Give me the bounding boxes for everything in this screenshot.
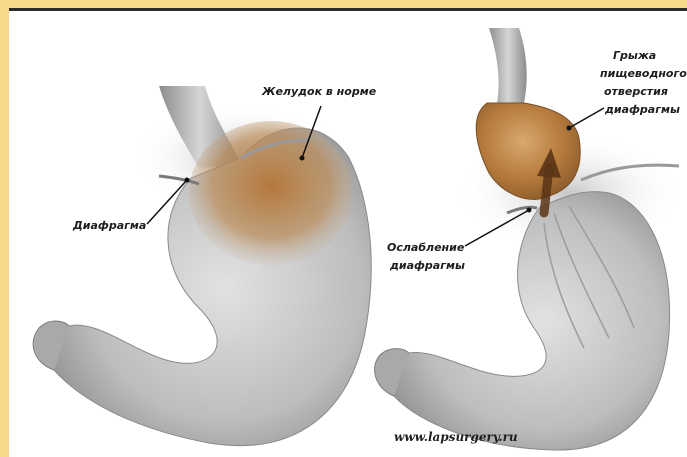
leader-dot-diaphragm xyxy=(185,178,190,183)
esophagus-right xyxy=(489,28,527,103)
label-diaphragm: Диафрагма xyxy=(73,218,146,233)
label-hernia-line4: диафрагмы xyxy=(605,102,680,117)
normal-stomach-figure xyxy=(33,86,371,446)
leader-dot-weakening xyxy=(527,208,532,213)
label-hernia-line3: отверстия xyxy=(604,84,668,99)
leader-hernia xyxy=(569,108,604,128)
watermark: www.lapsurgery.ru xyxy=(394,430,518,444)
label-weakening-line2: диафрагмы xyxy=(390,258,465,273)
leader-dot-normal-stomach xyxy=(300,156,305,161)
label-hernia-line1: Грыжа xyxy=(613,48,656,63)
gastric-fundus-left xyxy=(189,121,353,265)
stomach-body-right xyxy=(387,192,670,450)
label-weakening-line1: Ослабление xyxy=(387,240,464,255)
leader-dot-hernia xyxy=(567,126,572,131)
illustration-canvas: Желудок в норме Диафрагма Грыжа пищеводн… xyxy=(9,8,687,457)
label-normal-stomach: Желудок в норме xyxy=(262,84,376,99)
label-hernia-line2: пищеводного xyxy=(600,66,687,81)
